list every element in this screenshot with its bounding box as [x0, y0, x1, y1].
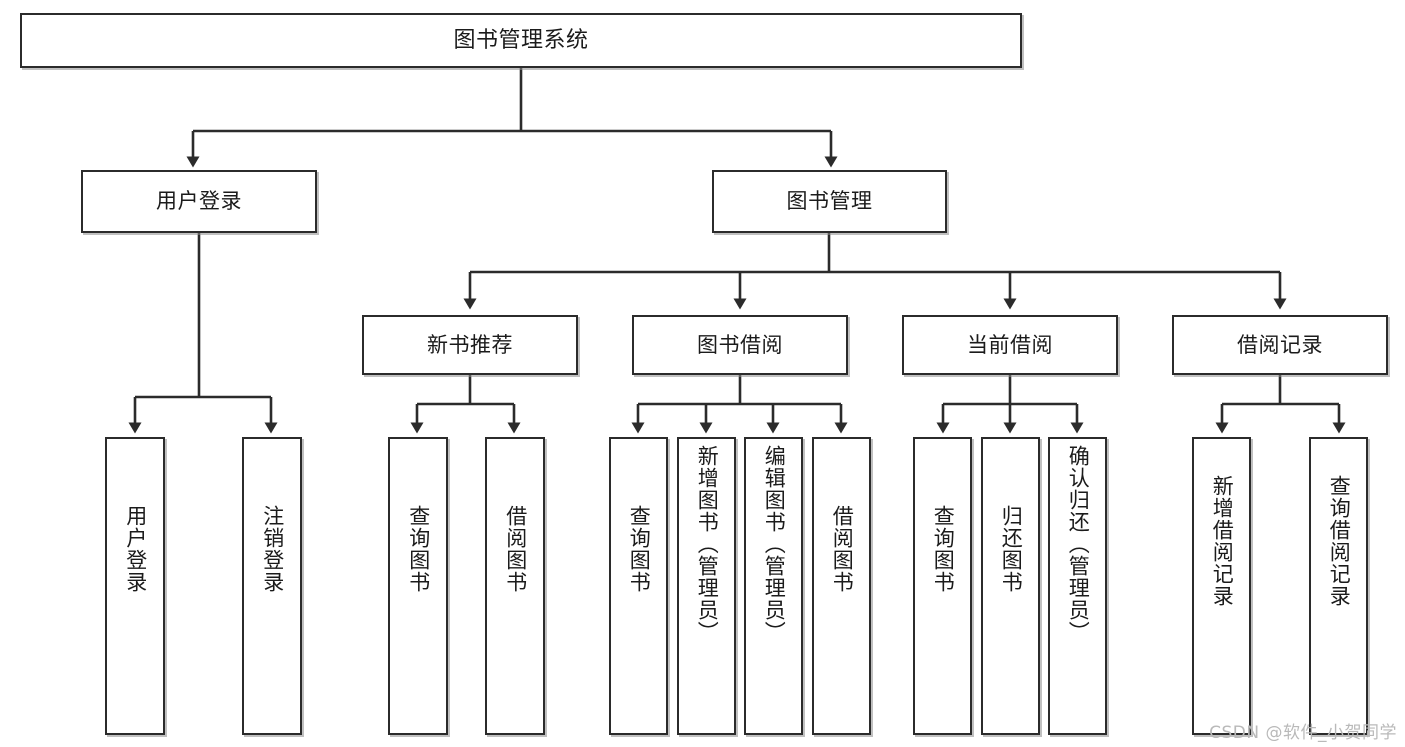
node-label: 查询图书: [627, 505, 652, 593]
node-label: 注销登录: [260, 505, 285, 593]
node-book-borrow[interactable]: 图书借阅: [632, 315, 848, 375]
node-leaf-borrow-book-2[interactable]: 借阅图书: [812, 437, 871, 735]
node-leaf-logout-login[interactable]: 注销登录: [242, 437, 302, 735]
node-leaf-edit-book[interactable]: 编辑图书（管理员）: [744, 437, 803, 735]
node-label: 图书管理: [786, 189, 873, 214]
node-new-book-recommend[interactable]: 新书推荐: [362, 315, 578, 375]
node-label: 图书管理系统: [453, 27, 589, 53]
node-label: 图书借阅: [697, 332, 783, 357]
node-leaf-return-book[interactable]: 归还图书: [981, 437, 1040, 735]
node-label: 编辑图书（管理员）: [762, 445, 787, 643]
node-label: 用户登录: [123, 505, 148, 593]
node-leaf-user-login[interactable]: 用户登录: [105, 437, 165, 735]
node-label: 用户登录: [156, 189, 242, 214]
node-leaf-add-book[interactable]: 新增图书（管理员）: [677, 437, 736, 735]
node-leaf-add-record[interactable]: 新增借阅记录: [1192, 437, 1251, 735]
node-root-system[interactable]: 图书管理系统: [20, 13, 1022, 68]
node-label: 新增图书（管理员）: [695, 445, 720, 643]
node-borrow-record[interactable]: 借阅记录: [1172, 315, 1388, 375]
node-leaf-borrow-book-1[interactable]: 借阅图书: [485, 437, 545, 735]
node-label: 新书推荐: [427, 332, 513, 357]
node-current-borrow[interactable]: 当前借阅: [902, 315, 1118, 375]
node-label: 借阅图书: [830, 505, 855, 593]
node-label: 查询图书: [406, 505, 431, 593]
node-leaf-query-record[interactable]: 查询借阅记录: [1309, 437, 1368, 735]
node-label: 确认归还（管理员）: [1066, 445, 1091, 643]
node-label: 查询借阅记录: [1327, 475, 1352, 607]
node-leaf-query-book-1[interactable]: 查询图书: [388, 437, 448, 735]
node-book-manage[interactable]: 图书管理: [712, 170, 947, 233]
node-label: 归还图书: [999, 505, 1024, 593]
node-leaf-confirm-return[interactable]: 确认归还（管理员）: [1048, 437, 1107, 735]
node-label: 借阅记录: [1237, 332, 1323, 357]
node-label: 新增借阅记录: [1210, 475, 1235, 607]
node-leaf-query-book-2[interactable]: 查询图书: [609, 437, 668, 735]
node-label: 查询图书: [931, 505, 956, 593]
watermark: CSDN @软件_小贺同学: [1209, 723, 1397, 743]
node-label: 借阅图书: [503, 505, 528, 593]
node-label: 当前借阅: [967, 332, 1053, 357]
node-user-login[interactable]: 用户登录: [81, 170, 317, 233]
node-leaf-query-book-3[interactable]: 查询图书: [913, 437, 972, 735]
